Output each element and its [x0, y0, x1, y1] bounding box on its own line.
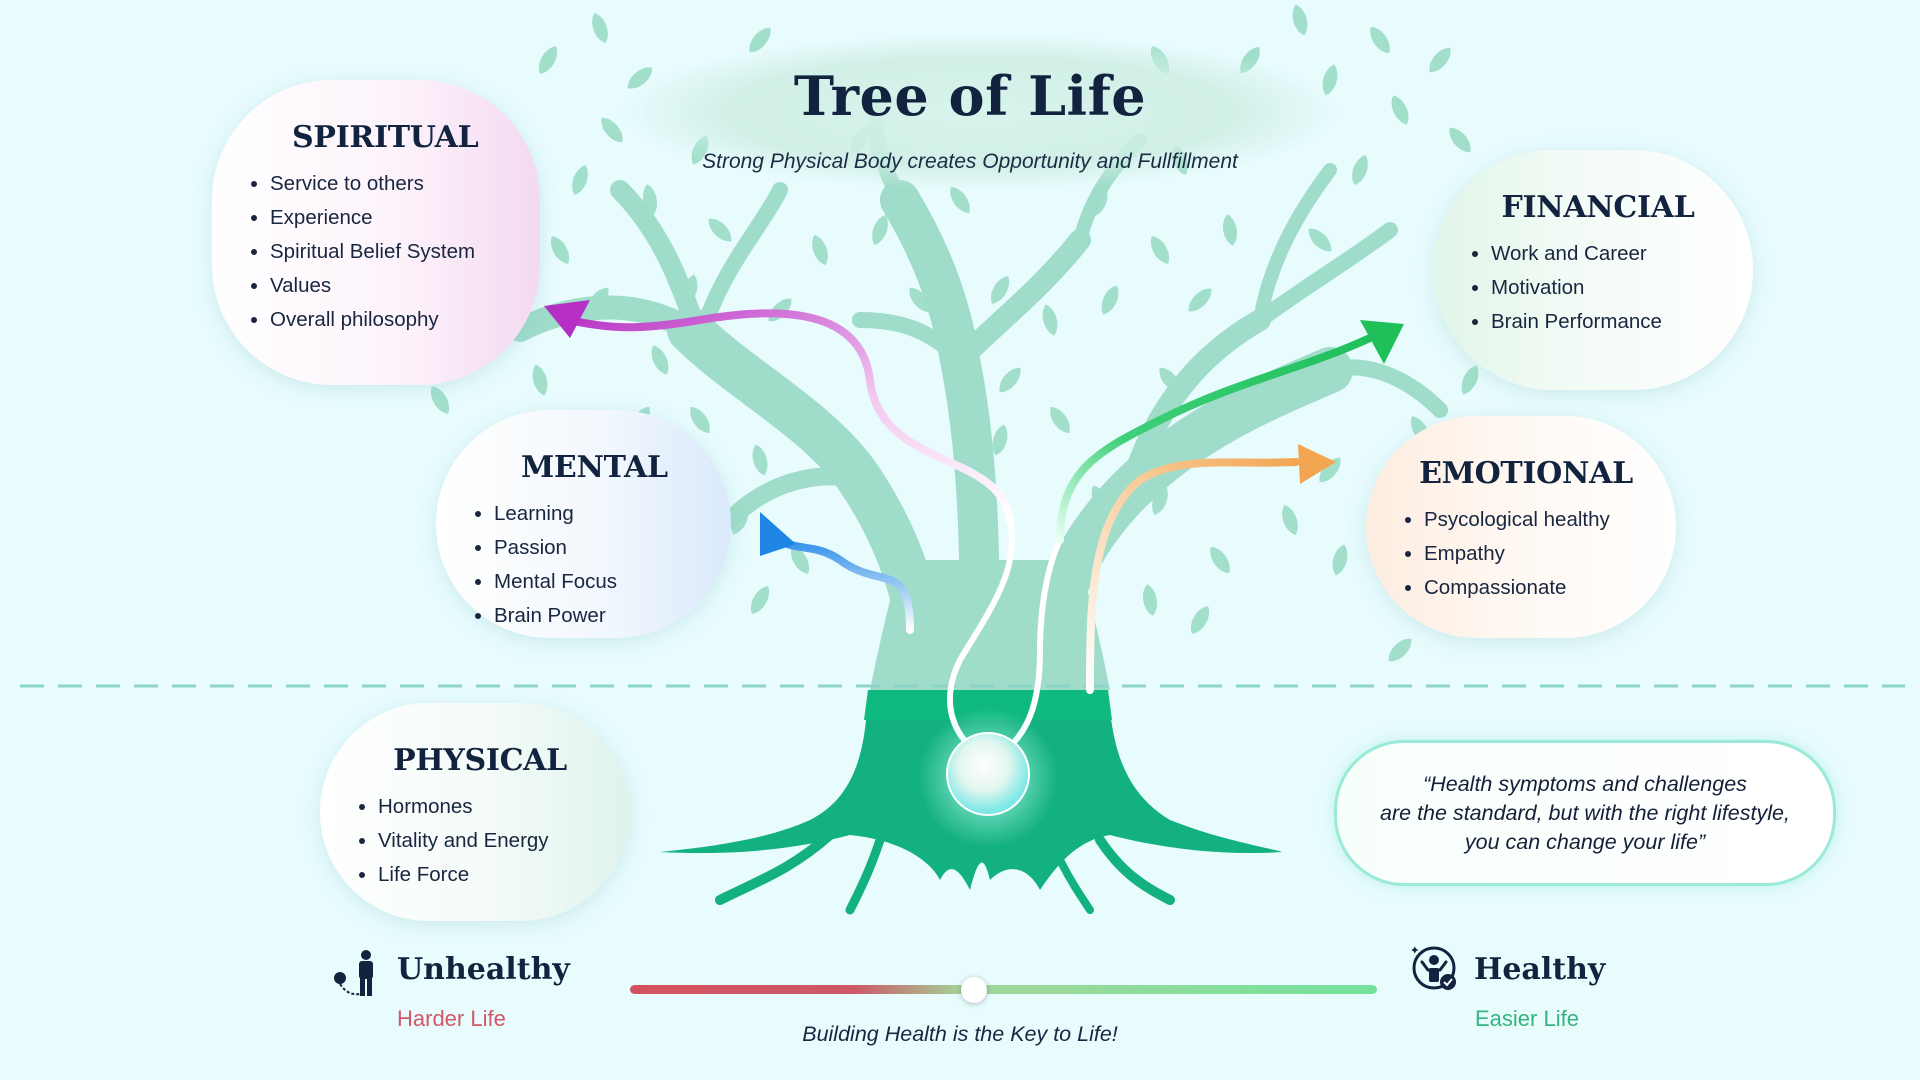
- healthy-label: Healthy: [1474, 952, 1606, 987]
- list-item: Vitality and Energy: [378, 824, 600, 858]
- financial-list: Work and Career Motivation Brain Perform…: [1473, 237, 1723, 339]
- list-item: Mental Focus: [494, 565, 701, 599]
- mental-card: MENTAL Learning Passion Mental Focus Bra…: [436, 410, 731, 638]
- spiritual-card: SPIRITUAL Service to others Experience S…: [212, 80, 540, 385]
- arrowhead-mental: [760, 512, 796, 556]
- list-item: Brain Performance: [1491, 305, 1723, 339]
- list-item: Empathy: [1424, 537, 1646, 571]
- list-item: Compassionate: [1424, 571, 1646, 605]
- financial-card: FINANCIAL Work and Career Motivation Bra…: [1433, 150, 1753, 390]
- arrowhead-financial: [1360, 320, 1404, 364]
- quote-line: “Health symptoms and challenges: [1423, 771, 1747, 796]
- list-item: Brain Power: [494, 599, 701, 633]
- arrowhead-spiritual: [544, 300, 590, 338]
- list-item: Psycological healthy: [1424, 503, 1646, 537]
- chained-person-icon: [334, 950, 373, 996]
- list-item: Values: [270, 269, 510, 303]
- financial-title: FINANCIAL: [1501, 190, 1695, 225]
- page-subtitle: Strong Physical Body creates Opportunity…: [702, 150, 1238, 173]
- emotional-list: Psycological healthy Empathy Compassiona…: [1406, 503, 1646, 605]
- quote-box: “Health symptoms and challenges are the …: [1334, 740, 1836, 886]
- list-item: Experience: [270, 201, 510, 235]
- spiritual-title: SPIRITUAL: [292, 120, 479, 155]
- mental-title: MENTAL: [521, 450, 668, 485]
- list-item: Spiritual Belief System: [270, 235, 510, 269]
- arrow-financial: [1056, 334, 1374, 544]
- title-block: Tree of Life Strong Physical Body create…: [620, 40, 1320, 200]
- page-title: Tree of Life: [793, 64, 1147, 128]
- harder-life-label: Harder Life: [397, 1006, 506, 1031]
- emotional-card: EMOTIONAL Psycological healthy Empathy C…: [1366, 416, 1676, 638]
- title-cloud: [620, 34, 1340, 190]
- easier-life-label: Easier Life: [1475, 1006, 1579, 1031]
- emotional-title: EMOTIONAL: [1419, 456, 1633, 491]
- arrowhead-emotional: [1298, 444, 1336, 484]
- quote-line: you can change your life”: [1464, 829, 1706, 854]
- list-item: Learning: [494, 497, 701, 531]
- physical-list: Hormones Vitality and Energy Life Force: [360, 790, 600, 892]
- health-scale-track: [630, 985, 1377, 994]
- spiritual-list: Service to others Experience Spiritual B…: [252, 167, 510, 337]
- health-scale-knob[interactable]: [960, 977, 987, 1003]
- list-item: Work and Career: [1491, 237, 1723, 271]
- list-item: Service to others: [270, 167, 510, 201]
- unhealthy-label: Unhealthy: [397, 952, 570, 987]
- scale-caption: Building Health is the Key to Life!: [802, 1022, 1118, 1046]
- physical-card: PHYSICAL Hormones Vitality and Energy Li…: [320, 703, 630, 921]
- list-item: Life Force: [378, 858, 600, 892]
- quote-line: are the standard, but with the right lif…: [1380, 800, 1790, 825]
- energy-orb: [946, 732, 1030, 816]
- list-item: Passion: [494, 531, 701, 565]
- mental-list: Learning Passion Mental Focus Brain Powe…: [476, 497, 701, 633]
- thriving-person-icon: [1411, 946, 1456, 990]
- list-item: Overall philosophy: [270, 303, 510, 337]
- list-item: Hormones: [378, 790, 600, 824]
- arrow-spiritual: [556, 309, 1014, 524]
- list-item: Motivation: [1491, 271, 1723, 305]
- arrow-emotional: [1086, 458, 1300, 694]
- physical-title: PHYSICAL: [393, 743, 567, 778]
